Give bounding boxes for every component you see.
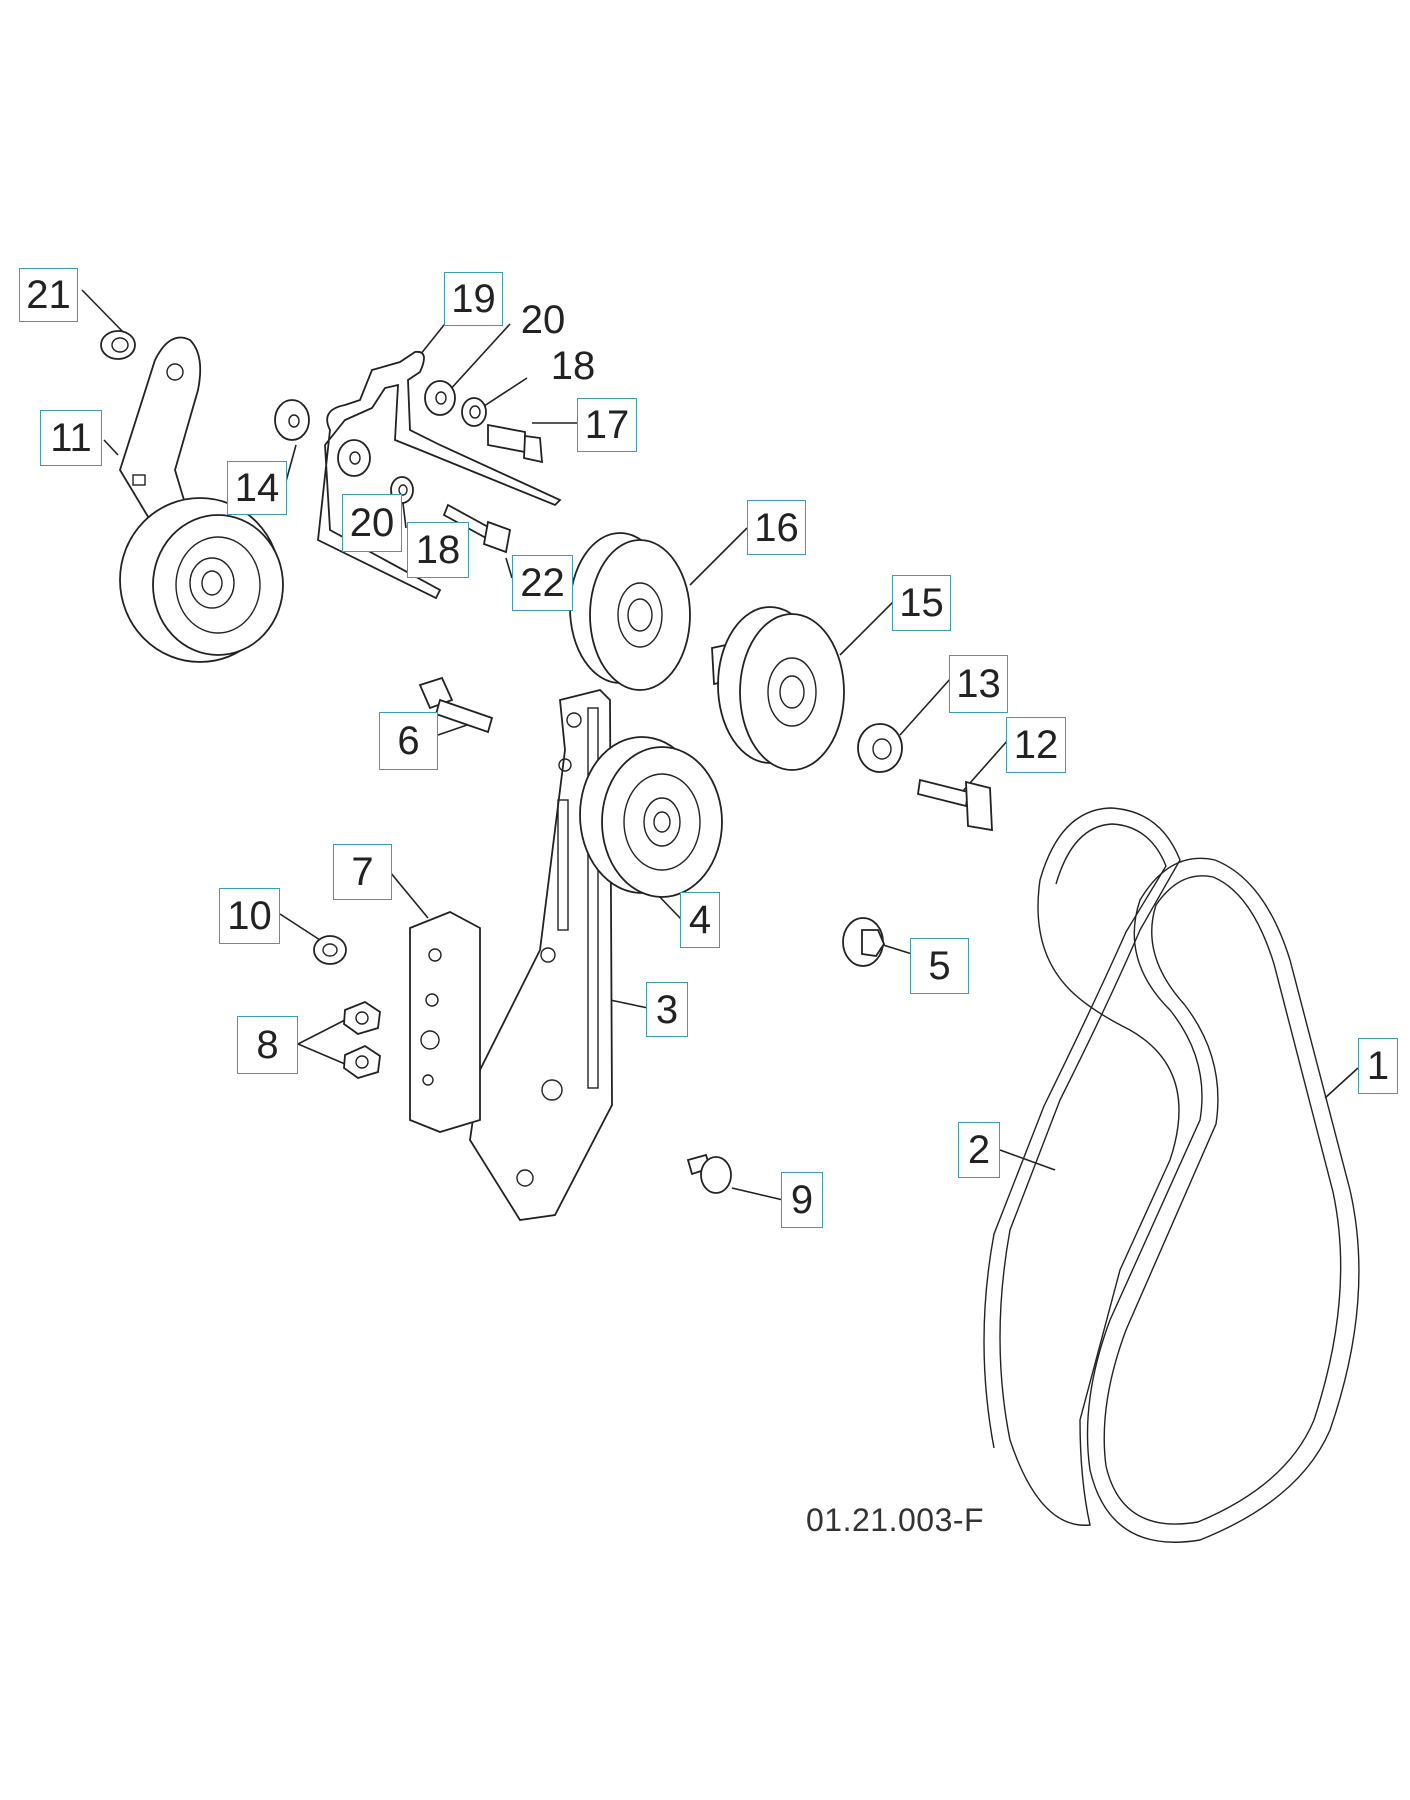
part-21-nut xyxy=(100,330,136,360)
part-9-bolt xyxy=(686,1153,732,1194)
callout-part-6[interactable]: 6 xyxy=(379,712,438,770)
part-14-washer xyxy=(274,399,310,441)
part-19-rod xyxy=(317,350,562,600)
part-20-washer-b xyxy=(337,439,371,477)
part-11-idler-arm xyxy=(119,336,284,663)
part-2-belt xyxy=(983,807,1181,1526)
leader-lines xyxy=(81,289,1359,1201)
part-16-pulley xyxy=(569,532,691,691)
part-6-bolt xyxy=(418,676,494,734)
part-22-bolt xyxy=(442,503,512,554)
callout-part-8[interactable]: 8 xyxy=(237,1016,298,1074)
callout-part-20-lower[interactable]: 20 xyxy=(342,494,402,552)
part-10-nut xyxy=(313,935,347,965)
callout-part-18-upper[interactable]: 18 xyxy=(550,344,596,388)
callout-part-1[interactable]: 1 xyxy=(1358,1038,1398,1094)
part-7-plate xyxy=(409,911,481,1133)
callout-part-21[interactable]: 21 xyxy=(19,268,78,322)
part-12-bolt xyxy=(916,778,993,832)
part-18-nut-a xyxy=(461,397,487,427)
part-15-pulley xyxy=(711,606,845,771)
callout-part-10[interactable]: 10 xyxy=(219,888,280,944)
part-17-bolt xyxy=(487,423,543,464)
callout-part-20-upper[interactable]: 20 xyxy=(520,298,566,342)
part-5-nut xyxy=(842,917,886,967)
callout-part-4[interactable]: 4 xyxy=(680,892,720,948)
callout-part-19[interactable]: 19 xyxy=(444,272,503,326)
callout-part-12[interactable]: 12 xyxy=(1006,717,1066,773)
part-1-belt xyxy=(1086,857,1360,1543)
callout-part-14[interactable]: 14 xyxy=(227,461,287,515)
callout-part-18-lower[interactable]: 18 xyxy=(407,522,469,578)
callout-part-15[interactable]: 15 xyxy=(892,575,951,631)
callout-part-5[interactable]: 5 xyxy=(910,938,969,994)
part-8-nuts xyxy=(343,1000,381,1079)
part-4-pulley xyxy=(579,736,723,898)
callout-part-3[interactable]: 3 xyxy=(646,982,688,1037)
callout-part-22[interactable]: 22 xyxy=(512,555,573,611)
callout-part-2[interactable]: 2 xyxy=(958,1122,1000,1178)
part-20-washer-a xyxy=(424,380,456,416)
callout-part-17[interactable]: 17 xyxy=(577,398,637,452)
part-13-spacer xyxy=(857,723,903,773)
callout-part-9[interactable]: 9 xyxy=(781,1172,823,1228)
callout-part-7[interactable]: 7 xyxy=(333,844,392,900)
part-3-bracket xyxy=(469,689,613,1221)
callout-part-16[interactable]: 16 xyxy=(747,500,806,555)
callout-part-13[interactable]: 13 xyxy=(949,655,1008,713)
callout-part-11[interactable]: 11 xyxy=(40,410,102,466)
diagram-code: 01.21.003-F xyxy=(806,1502,985,1538)
